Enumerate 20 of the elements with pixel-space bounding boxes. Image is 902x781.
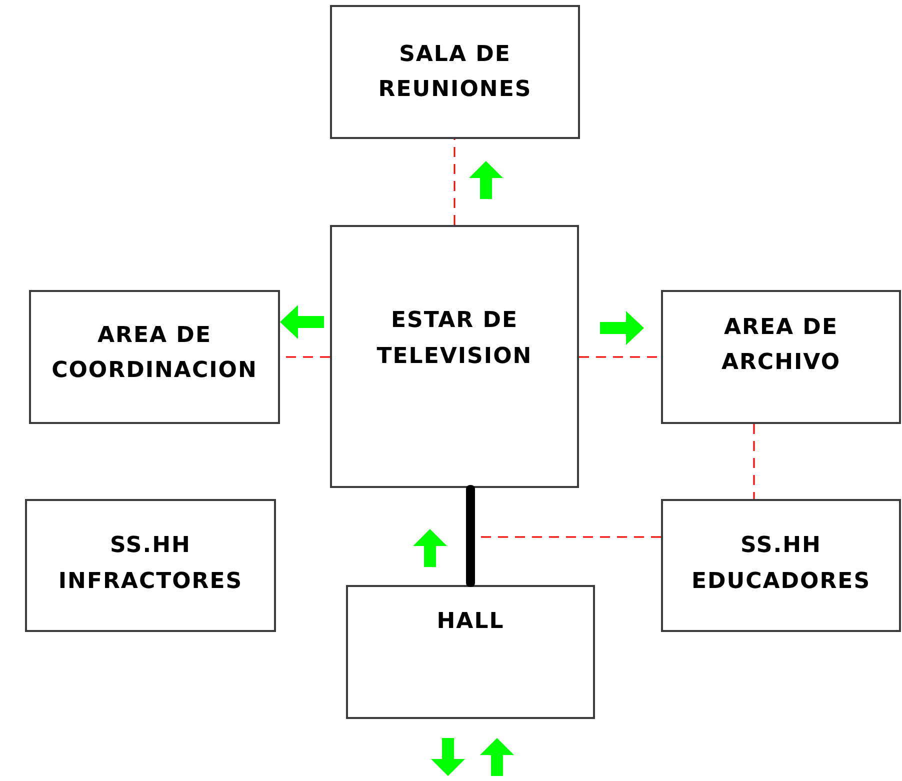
- room-box: [25, 499, 276, 632]
- connector-line: [753, 424, 755, 499]
- room-box: [330, 225, 579, 488]
- room-label: SALA DE REUNIONES: [377, 40, 533, 104]
- connector-line: [454, 139, 456, 225]
- room-box: [29, 290, 280, 424]
- room-label: ESTAR DE TELEVISION: [376, 307, 534, 370]
- direction-arrow: [469, 161, 503, 199]
- room-label: SS.HH EDUCADORES: [690, 532, 872, 596]
- direction-arrow: [600, 311, 644, 345]
- room-box: [346, 585, 595, 719]
- meeting-room-box: [330, 5, 580, 139]
- door-bar: [466, 485, 475, 587]
- room-label: AREA DE COORDINACION: [50, 322, 258, 385]
- room-label: AREA DE ARCHIVO: [720, 314, 842, 377]
- direction-arrow: [280, 305, 324, 339]
- room-box: [661, 499, 901, 632]
- room-box: [661, 290, 901, 424]
- room-label: SS.HH INFRACTORES: [57, 532, 244, 596]
- room-label: HALL: [436, 608, 504, 636]
